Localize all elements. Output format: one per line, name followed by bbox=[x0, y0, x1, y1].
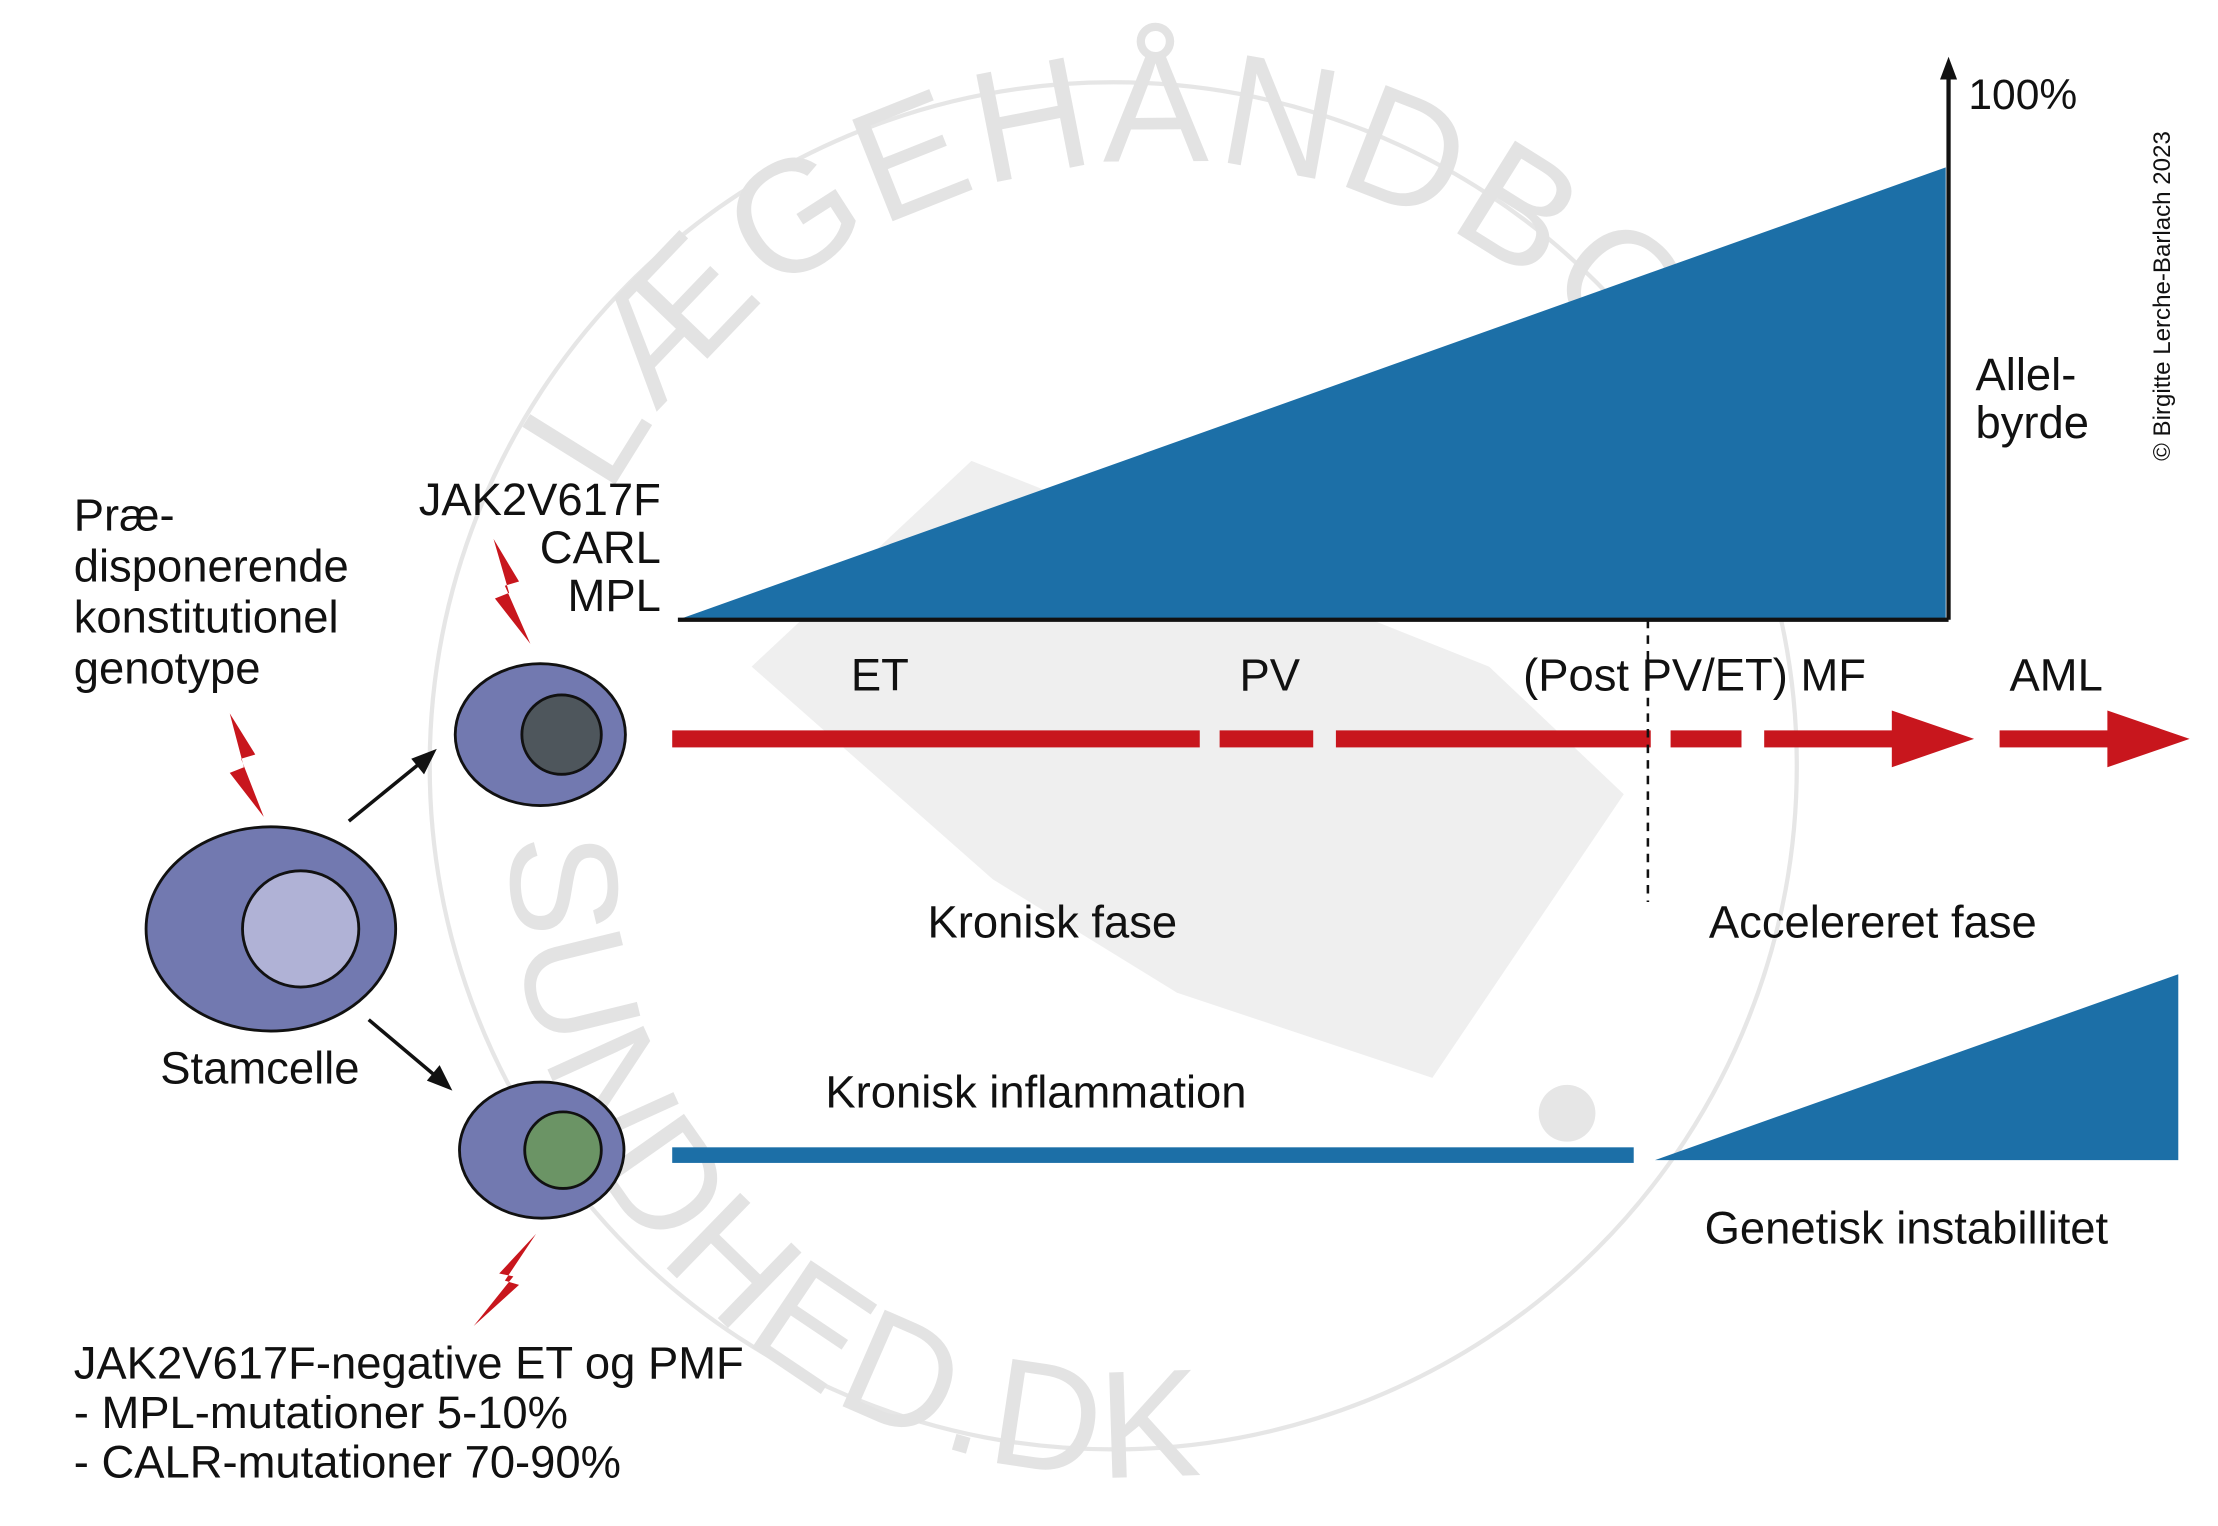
axis-top-label: 100% bbox=[1968, 71, 2077, 119]
progression-segment bbox=[1764, 730, 1907, 748]
chronic-phase-label: Kronisk fase bbox=[927, 896, 1177, 947]
watermark-dot bbox=[1538, 1084, 1596, 1142]
accelerated-phase-label: Accelereret fase bbox=[1709, 896, 2037, 947]
negative-note-line3: - CALR-mutationer 70-90% bbox=[74, 1437, 621, 1488]
allele-axis-arrowhead bbox=[1940, 56, 1958, 80]
chronic-inflammation-label: Kronisk inflammation bbox=[825, 1067, 1246, 1118]
disease-progression-arrow bbox=[672, 710, 2190, 768]
arrow-to-upper-cell-head bbox=[411, 748, 437, 775]
progression-segment bbox=[1670, 730, 1742, 748]
progression-arrowhead bbox=[1891, 710, 1975, 768]
stem-cell-nucleus bbox=[241, 869, 361, 989]
progression-segment bbox=[1999, 730, 2116, 748]
predisposition-line1: Præ- bbox=[74, 489, 175, 540]
mutated-cell-lower-nucleus bbox=[523, 1110, 603, 1190]
progression-segment bbox=[672, 730, 1200, 748]
stem-cell-label: Stamcelle bbox=[160, 1043, 359, 1094]
predisposition-line3: konstitutionel bbox=[74, 592, 339, 643]
mutation-carl: CARL bbox=[540, 522, 661, 573]
phase-aml-label: AML bbox=[2010, 650, 2103, 701]
mutation-jak2: JAK2V617F bbox=[419, 474, 661, 525]
phase-pv-label: PV bbox=[1239, 650, 1300, 701]
progression-segment bbox=[1335, 730, 1651, 748]
mutation-mpl: MPL bbox=[568, 570, 661, 621]
genetic-instability-label: Genetisk instabillitet bbox=[1705, 1203, 2109, 1254]
predisposition-line4: genotype bbox=[74, 643, 261, 694]
progression-segment bbox=[1219, 730, 1314, 748]
mutated-cell-upper-nucleus bbox=[520, 693, 603, 776]
lightning-bolt-icon bbox=[493, 538, 531, 644]
negative-note-line2: - MPL-mutationer 5-10% bbox=[74, 1387, 568, 1438]
genetic-instability-wedge bbox=[1654, 974, 2179, 1161]
allele-label-line1: Allel- bbox=[1975, 349, 2076, 400]
arrow-to-lower-cell bbox=[367, 1018, 443, 1083]
watermark-ring bbox=[427, 80, 1799, 1452]
copyright-text: © Birgitte Lerche-Barlach 2023 bbox=[2149, 131, 2176, 461]
phase-et-label: ET bbox=[851, 650, 909, 701]
arrow-to-lower-cell-head bbox=[426, 1065, 453, 1091]
allele-label-line2: byrde bbox=[1975, 397, 2089, 448]
arrow-to-upper-cell bbox=[347, 757, 427, 823]
progression-arrowhead bbox=[2107, 710, 2190, 768]
lightning-bolt-icon bbox=[229, 713, 264, 817]
watermark: LÆGEHÅNDBOGEN SUNDHED.DK bbox=[0, 0, 1823, 1511]
predisposition-line2: disponerende bbox=[74, 540, 349, 591]
negative-note-line1: JAK2V617F-negative ET og PMF bbox=[74, 1337, 744, 1388]
lightning-bolt-icon bbox=[473, 1233, 537, 1327]
phase-mf-label: (Post PV/ET) MF bbox=[1523, 650, 1866, 701]
chronic-inflammation-bar bbox=[672, 1147, 1634, 1163]
